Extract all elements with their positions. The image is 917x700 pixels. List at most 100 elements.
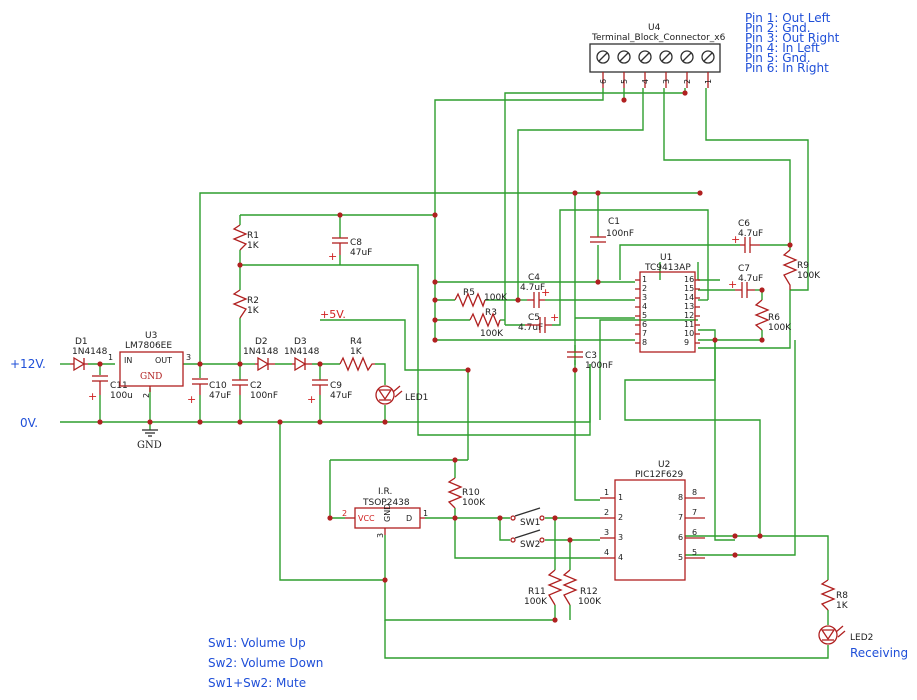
u1-value: TC9413AP <box>644 263 691 273</box>
c9-value: 47uF <box>330 391 352 401</box>
led-led1: LED1 <box>375 385 428 405</box>
r11-value: 100K <box>524 597 548 607</box>
svg-text:6: 6 <box>678 533 683 542</box>
diode-d1: D1 1N4148 <box>70 337 108 372</box>
svg-text:7: 7 <box>678 513 683 522</box>
led-led2: LED2 Receiving <box>818 625 908 660</box>
u3-value: LM7806EE <box>125 341 172 351</box>
ir-title: I.R. <box>378 487 392 497</box>
led2-label: Receiving <box>850 646 908 660</box>
svg-text:+: + <box>328 250 337 263</box>
svg-text:+: + <box>550 311 559 324</box>
ir-value: TSOP2438 <box>362 498 410 508</box>
r5-ref: R5 <box>463 288 475 298</box>
r2-value: 1K <box>247 306 260 316</box>
sw1-ref: SW1 <box>520 518 540 528</box>
r5-value: 100K <box>484 293 508 303</box>
svg-text:1: 1 <box>642 275 647 284</box>
svg-text:3: 3 <box>604 528 609 537</box>
resistor-r3: R3 100K <box>469 308 504 339</box>
u1-right-pins: 16 15 14 13 12 11 10 9 <box>684 275 694 347</box>
ic-u1: U1 TC9413AP 1 2 3 4 5 6 7 8 16 15 14 13 … <box>635 253 700 353</box>
notes: Sw1: Volume Up Sw2: Volume Down Sw1+Sw2:… <box>208 636 323 690</box>
u4-pin-1: 1 <box>704 79 713 84</box>
svg-text:12: 12 <box>684 311 694 320</box>
u3-ref: U3 <box>145 331 157 341</box>
note-mute: Sw1+Sw2: Mute <box>208 676 306 690</box>
capacitor-c7: C7 4.7uF + <box>728 264 763 298</box>
svg-text:6: 6 <box>642 320 647 329</box>
capacitor-c10: + C10 47uF <box>187 378 231 406</box>
u4-ref: U4 <box>648 23 661 33</box>
c8-ref: C8 <box>350 238 362 248</box>
r8-value: 1K <box>836 601 849 611</box>
c4-ref: C4 <box>528 273 540 283</box>
svg-text:16: 16 <box>684 275 694 284</box>
svg-text:6: 6 <box>692 528 697 537</box>
svg-text:8: 8 <box>692 488 697 497</box>
c11-ref: C11 <box>110 381 128 391</box>
diode-d3: D3 1N4148 <box>284 337 320 372</box>
r6-ref: R6 <box>768 313 780 323</box>
svg-text:15: 15 <box>684 284 694 293</box>
svg-text:13: 13 <box>684 302 694 311</box>
led1-ref: LED1 <box>405 393 428 403</box>
r1-ref: R1 <box>247 231 259 241</box>
r9-value: 100K <box>797 271 821 281</box>
resistor-r2: R2 1K <box>232 289 260 319</box>
diode-d2: D2 1N4148 <box>243 337 279 372</box>
sw2-ref: SW2 <box>520 540 540 550</box>
pin-legend-5: Pin 5: Gnd. <box>745 51 811 65</box>
c5-ref: C5 <box>528 313 540 323</box>
resistor-r1: R1 1K <box>232 224 260 251</box>
resistor-r8: R8 1K <box>820 579 849 611</box>
r12-value: 100K <box>578 597 602 607</box>
svg-text:+: + <box>187 393 196 406</box>
u1-ref: U1 <box>660 253 672 263</box>
c2-value: 100nF <box>250 391 278 401</box>
r3-ref: R3 <box>485 308 497 318</box>
svg-text:5: 5 <box>678 553 683 562</box>
svg-text:4: 4 <box>604 548 609 557</box>
r1-value: 1K <box>247 241 260 251</box>
terminal-block-u4: U4 Terminal_Block_Connector_x6 6 5 4 3 2… <box>589 23 726 88</box>
svg-text:7: 7 <box>642 329 647 338</box>
u3-out-label: OUT <box>155 356 172 365</box>
pin-legend-1: Pin 1: Out Left <box>745 11 831 25</box>
pin-legend-6: Pin 6: In Right <box>745 61 829 75</box>
svg-text:4: 4 <box>642 302 647 311</box>
svg-text:10: 10 <box>684 329 694 338</box>
ir-pin-3: 3 <box>376 533 385 538</box>
ir-vcc-label: VCC <box>358 514 375 523</box>
d3-ref: D3 <box>294 337 307 347</box>
u3-gnd-label: GND <box>140 372 162 382</box>
capacitor-c11: + C11 100u <box>88 375 133 403</box>
resistor-r10: R10 100K <box>447 477 486 509</box>
u4-pin-3: 3 <box>662 79 671 84</box>
c3-value: 100nF <box>585 361 613 371</box>
r11-ref: R11 <box>528 587 546 597</box>
c7-ref: C7 <box>738 264 750 274</box>
wires <box>60 88 829 659</box>
capacitor-c1: C1 100nF <box>590 217 634 243</box>
u4-pin-5: 5 <box>620 79 629 84</box>
svg-text:1: 1 <box>604 488 609 497</box>
resistor-r4: R4 1K <box>339 337 375 372</box>
switch-sw2: SW2 <box>510 529 545 550</box>
c8-value: 47uF <box>350 248 372 258</box>
pin-legend-2: Pin 2: Gnd. <box>745 21 811 35</box>
gnd-label: GND <box>137 440 162 451</box>
svg-text:+: + <box>731 233 740 246</box>
r8-ref: R8 <box>836 591 848 601</box>
svg-text:9: 9 <box>684 338 689 347</box>
regulator-u3: U3 LM7806EE IN OUT GND 1 3 2 <box>108 331 191 398</box>
ic-u2: U2 PIC12F629 1 2 3 4 8 7 6 5 1 2 3 4 8 7… <box>600 460 705 581</box>
r6-value: 100K <box>768 323 792 333</box>
r10-value: 100K <box>462 498 486 508</box>
svg-text:2: 2 <box>642 284 647 293</box>
svg-text:1: 1 <box>618 493 623 502</box>
svg-text:+: + <box>541 286 550 299</box>
c1-value: 100nF <box>606 229 634 239</box>
pin-legend-3: Pin 3: Out Right <box>745 31 840 45</box>
